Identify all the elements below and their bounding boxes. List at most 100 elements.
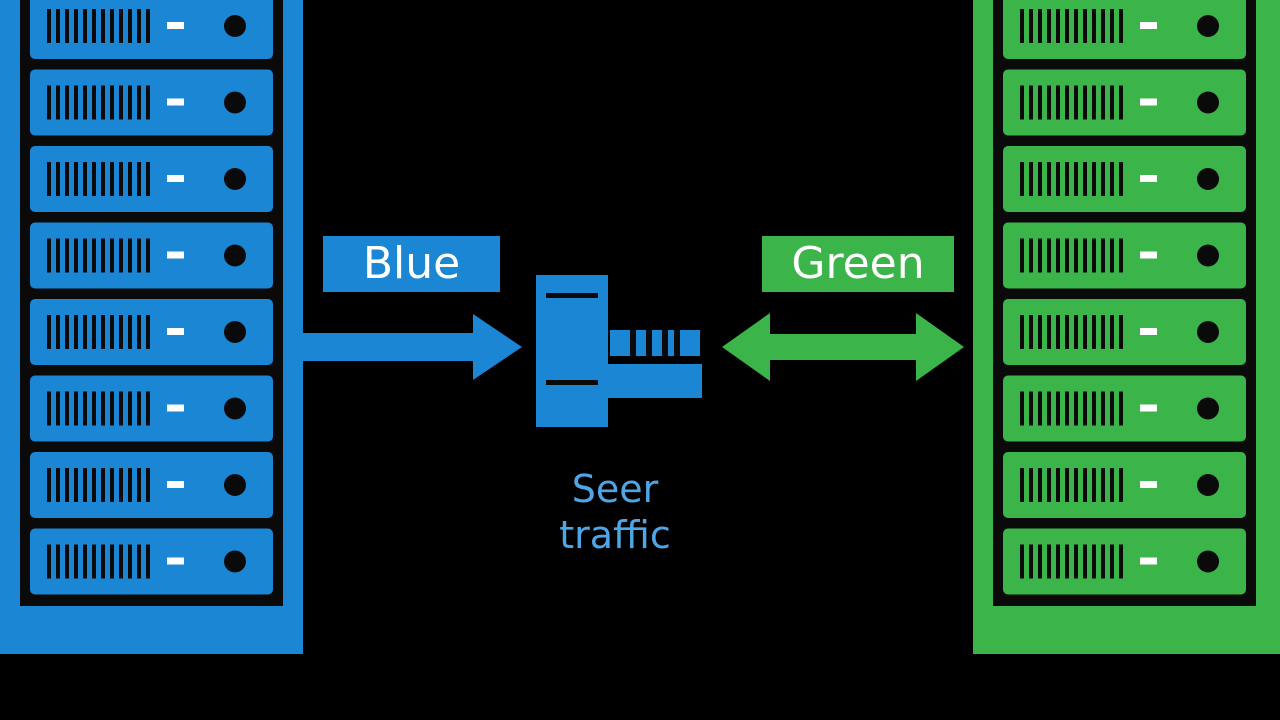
- server-unit-body: [30, 528, 273, 595]
- vent-slot: [92, 162, 96, 196]
- vent-slot: [128, 391, 132, 426]
- vent-slot: [83, 391, 87, 426]
- server-unit-body: [1003, 222, 1246, 289]
- vent-slot: [47, 162, 51, 196]
- vent-slot: [1092, 391, 1096, 426]
- vent-slot: [47, 238, 51, 273]
- green-server-rack-icon: [973, 0, 1280, 654]
- vent-slot: [101, 85, 105, 120]
- vent-slot: [47, 9, 51, 43]
- vent-slot: [110, 9, 114, 43]
- vent-slot: [137, 85, 141, 120]
- vent-slot: [56, 162, 60, 196]
- vent-slot: [1065, 9, 1069, 43]
- server-unit: [1003, 528, 1246, 595]
- status-indicator: [167, 557, 184, 565]
- vent-slot: [1020, 238, 1024, 273]
- vent-slot: [110, 391, 114, 426]
- vent-slot: [83, 468, 87, 502]
- blue-environment-label: Blue: [323, 236, 500, 292]
- vent-slot: [1119, 315, 1123, 349]
- vent-slot: [83, 85, 87, 120]
- vent-slot: [101, 162, 105, 196]
- vent-slot: [1047, 391, 1051, 426]
- status-indicator: [167, 98, 184, 106]
- vent-slot: [1074, 468, 1078, 502]
- vent-slot: [128, 468, 132, 502]
- vent-slot: [1038, 468, 1042, 502]
- vent-slot: [56, 9, 60, 43]
- vent-slot: [1092, 238, 1096, 273]
- caption-line-1: Seer: [571, 467, 659, 511]
- server-unit: [1003, 69, 1246, 136]
- vent-slot: [1056, 162, 1060, 196]
- vent-slot: [1029, 468, 1033, 502]
- vent-slot: [1110, 238, 1114, 273]
- status-indicator: [1140, 175, 1157, 182]
- vent-slot: [1101, 544, 1105, 579]
- server-unit: [1003, 452, 1246, 518]
- vent-slot: [101, 315, 105, 349]
- power-led: [224, 168, 246, 190]
- vent-slot: [1083, 9, 1087, 43]
- vent-slot: [1020, 315, 1024, 349]
- vent-slot: [1101, 391, 1105, 426]
- vent-slot: [74, 391, 78, 426]
- vent-slot: [74, 315, 78, 349]
- vent-slot: [1038, 85, 1042, 120]
- vent-slot: [1110, 85, 1114, 120]
- vent-slot: [1092, 468, 1096, 502]
- vent-slot: [146, 238, 150, 273]
- vent-slot: [83, 162, 87, 196]
- vent-slot: [92, 9, 96, 43]
- vent-slot: [1056, 391, 1060, 426]
- power-led: [1197, 244, 1219, 267]
- vent-slot: [1047, 238, 1051, 273]
- vent-slot: [1029, 315, 1033, 349]
- vent-slot: [1056, 238, 1060, 273]
- vent-slot: [128, 85, 132, 120]
- server-unit: [30, 299, 273, 365]
- vent-slot: [128, 238, 132, 273]
- vent-slot: [1065, 468, 1069, 502]
- vent-slot: [47, 391, 51, 426]
- vent-slot: [137, 238, 141, 273]
- vent-slot: [1029, 162, 1033, 196]
- server-unit-body: [1003, 528, 1246, 595]
- server-unit-body: [1003, 69, 1246, 136]
- vent-slot: [1074, 238, 1078, 273]
- vent-slot: [1092, 162, 1096, 196]
- vent-slot: [119, 544, 123, 579]
- vent-slot: [1056, 468, 1060, 502]
- status-indicator: [167, 328, 184, 335]
- vent-slot: [47, 85, 51, 120]
- vent-slot: [1056, 544, 1060, 579]
- vent-slot: [1020, 468, 1024, 502]
- blue-label-text: Blue: [362, 238, 461, 289]
- blue-arrow-right-icon: [300, 314, 522, 380]
- vent-slot: [92, 85, 96, 120]
- vent-slot: [1020, 85, 1024, 120]
- vent-slot: [1092, 544, 1096, 579]
- vent-slot: [119, 9, 123, 43]
- vent-slot: [146, 391, 150, 426]
- server-unit: [30, 222, 273, 289]
- vent-slot: [1047, 315, 1051, 349]
- vent-slot: [1038, 391, 1042, 426]
- server-unit: [30, 0, 273, 59]
- vent-slot: [74, 85, 78, 120]
- power-led: [1197, 91, 1219, 114]
- router-port-panel: [610, 330, 700, 356]
- server-unit: [30, 69, 273, 136]
- vent-slot: [110, 162, 114, 196]
- vent-slot: [1101, 85, 1105, 120]
- vent-slot: [128, 9, 132, 43]
- vent-slot: [1047, 162, 1051, 196]
- vent-slot: [56, 315, 60, 349]
- vent-slot: [56, 238, 60, 273]
- router-port-divider: [646, 330, 652, 356]
- power-led: [1197, 474, 1219, 496]
- green-double-arrow-icon: [722, 313, 964, 381]
- vent-slot: [1038, 238, 1042, 273]
- vent-slot: [74, 468, 78, 502]
